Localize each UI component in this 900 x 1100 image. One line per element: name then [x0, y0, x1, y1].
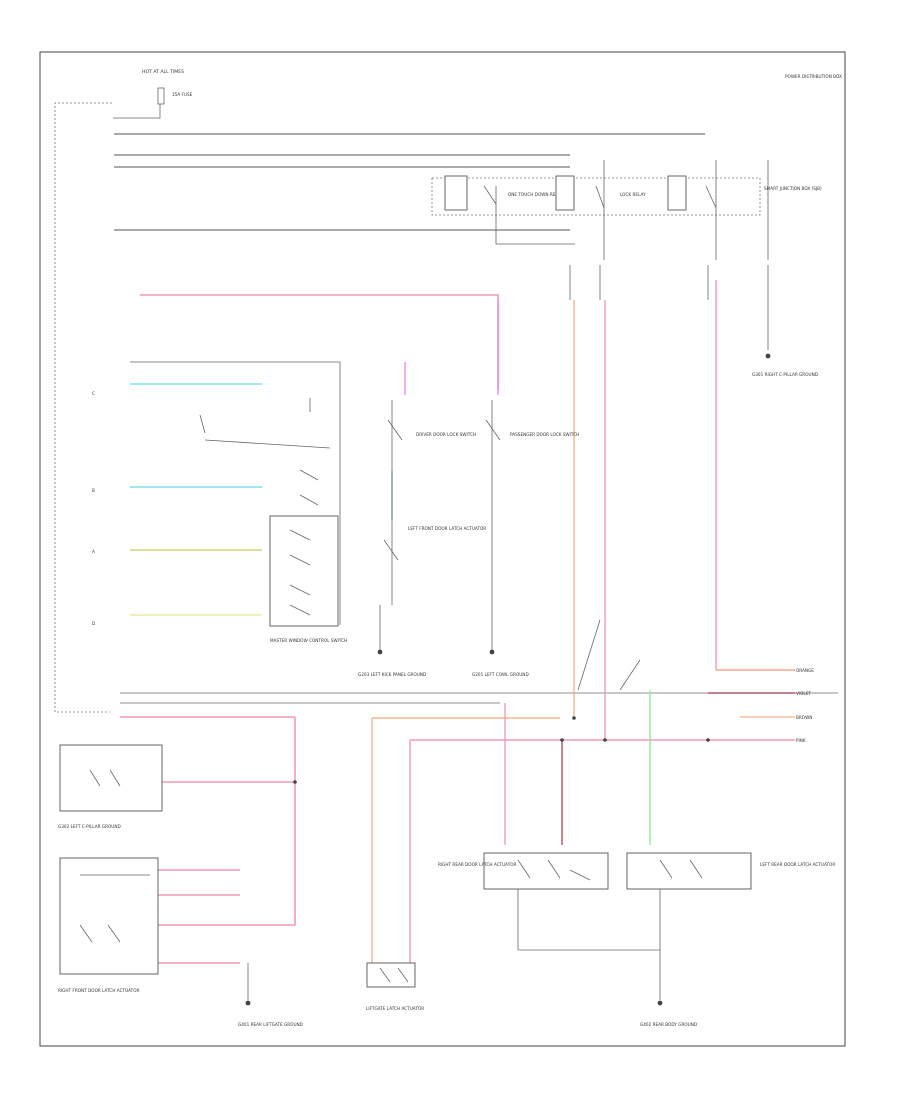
relay-block-outline: [431, 177, 761, 216]
pin-label-d: D: [92, 621, 95, 626]
fuse-stub: [113, 104, 161, 119]
master-window-switch: MASTER WINDOW CONTROL SWITCH C B A D: [92, 361, 347, 643]
master-switch-label: MASTER WINDOW CONTROL SWITCH: [270, 638, 347, 643]
fuse-symbol: [157, 87, 165, 105]
fuse-section: HOT AT ALL TIMES 15A FUSE POWER DISTRIBU…: [54, 69, 842, 713]
fuse-label: 15A FUSE: [172, 92, 193, 97]
relay-lock: LOCK RELAY: [555, 160, 646, 260]
ground-label-g402: G402 REAR BODY GROUND: [640, 1022, 697, 1027]
ground-label-g203: G203 LEFT KICK PANEL GROUND: [358, 672, 426, 677]
passenger-lock-switch: PASSENGER DOOR LOCK SWITCH G201 LEFT COW…: [472, 400, 579, 677]
fuse-box-label: POWER DISTRIBUTION BOX: [785, 74, 842, 79]
ground-label-g302: G302 LEFT C-PILLAR GROUND: [58, 824, 121, 829]
right-label-orange: ORANGE: [796, 668, 814, 673]
power-bus: [114, 133, 705, 231]
junction-dots: [293, 716, 710, 784]
diagram-frame: [39, 51, 846, 1047]
relay-block-label: SMART JUNCTION BOX (SJB): [764, 186, 822, 191]
ground-label-g201: G201 LEFT COWL GROUND: [472, 672, 529, 677]
left-door-actuator-label: LEFT FRONT DOOR LATCH ACTUATOR: [408, 526, 486, 531]
wire-pink-right: [715, 280, 795, 671]
right-label-violet: VIOLET: [796, 691, 811, 696]
passenger-window-switch: G401 REAR LIFTGATE GROUND RIGHT FRONT DO…: [58, 857, 303, 1027]
driver-lock-box: G302 LEFT C-PILLAR GROUND: [58, 744, 163, 829]
passenger-switch-label: RIGHT FRONT DOOR LATCH ACTUATOR: [58, 988, 140, 993]
right-rear-actuator-label: RIGHT REAR DOOR LATCH ACTUATOR: [438, 862, 517, 867]
passenger-lock-switch-label: PASSENGER DOOR LOCK SWITCH: [510, 432, 579, 437]
relay-lock-label: LOCK RELAY: [620, 192, 646, 197]
colored-wires: [120, 280, 838, 965]
relay-unlock: [667, 160, 717, 260]
hot-at-all-times-label: HOT AT ALL TIMES: [142, 69, 184, 75]
liftgate-actuator-label: LIFTGATE LATCH ACTUATOR: [366, 1006, 424, 1011]
left-harness-dash: [54, 102, 112, 713]
ground-label-g301: G301 RIGHT C-PILLAR GROUND: [752, 372, 818, 377]
relay-one-touch: ONE TOUCH DOWN RELAY: [444, 175, 575, 245]
pin-label-a: C: [92, 391, 95, 396]
pin-label-c: A: [92, 549, 95, 554]
right-side-labels: ORANGE VIOLET BROWN PINK: [577, 619, 814, 743]
wire-pink-top: [140, 294, 499, 390]
wire-pink-left-drop: [158, 717, 296, 926]
liftgate-actuator: LIFTGATE LATCH ACTUATOR: [366, 962, 424, 1011]
left-rear-actuator: LEFT REAR DOOR LATCH ACTUATOR G402 REAR …: [626, 852, 835, 1027]
right-rear-actuator: RIGHT REAR DOOR LATCH ACTUATOR: [438, 852, 660, 951]
driver-lock-switch: DRIVER DOOR LOCK SWITCH LEFT FRONT DOOR …: [358, 400, 486, 677]
ground-label-g401: G401 REAR LIFTGATE GROUND: [238, 1022, 303, 1027]
master-switch-contacts: [289, 398, 319, 616]
master-switch-body: [269, 515, 339, 627]
right-label-brown: BROWN: [796, 715, 812, 720]
relay-drops: G301 RIGHT C-PILLAR GROUND: [569, 265, 818, 377]
relay-one-touch-label: ONE TOUCH DOWN RELAY: [508, 192, 563, 197]
driver-lock-switch-label: DRIVER DOOR LOCK SWITCH: [416, 432, 476, 437]
relay-block: SMART JUNCTION BOX (SJB) ONE TOUCH DOWN …: [431, 160, 822, 260]
left-rear-actuator-label: LEFT REAR DOOR LATCH ACTUATOR: [760, 862, 835, 867]
pin-label-b: B: [92, 488, 95, 493]
right-label-pink: PINK: [796, 738, 806, 743]
